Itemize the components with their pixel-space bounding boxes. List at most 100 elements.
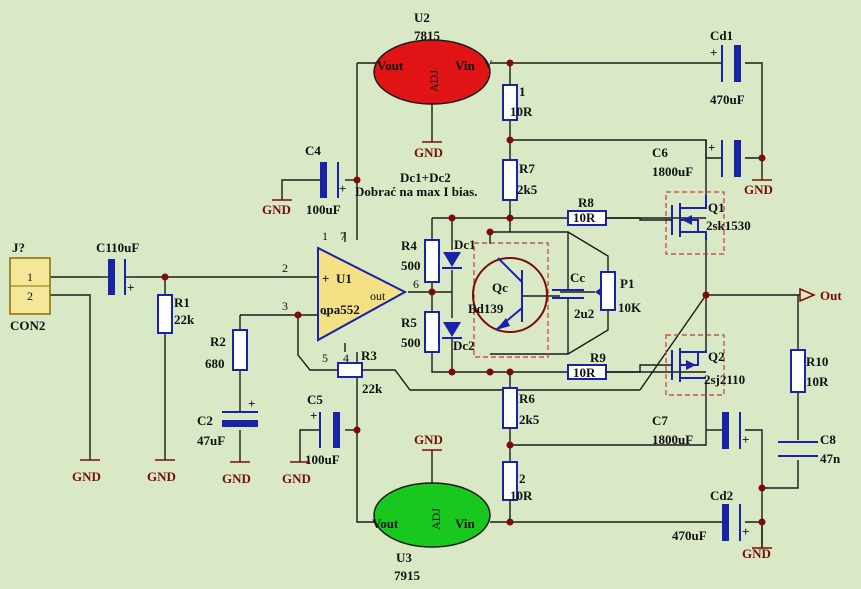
r9-ref: R9 xyxy=(590,350,606,365)
svg-text:+: + xyxy=(710,45,717,60)
svg-text:GND: GND xyxy=(414,145,443,160)
u2-ref: U2 xyxy=(414,10,430,25)
r10-value: 10R xyxy=(806,374,829,389)
capacitor-c4: + C4 100uF xyxy=(305,143,346,217)
r2-value: 680 xyxy=(205,356,225,371)
dc1-label: Dc1 xyxy=(454,237,476,252)
gnd-icon: GND xyxy=(262,199,292,217)
opamp-ref: U1 xyxy=(336,271,352,286)
r3-value: 22k xyxy=(362,381,383,396)
capacitor-cc: Cc 2u2 xyxy=(552,270,594,321)
output-port: Out xyxy=(799,287,842,303)
svg-text:GND: GND xyxy=(744,182,773,197)
opamp-pin4: 4 xyxy=(343,351,349,365)
connector-pin2: 2 xyxy=(27,289,33,303)
gnd-icon: GND xyxy=(414,432,443,451)
opamp-pin5: 5 xyxy=(322,351,328,365)
c4-value: 100uF xyxy=(306,202,341,217)
wires xyxy=(50,62,800,548)
opamp-pin3: 3 xyxy=(282,299,288,313)
qc-ref: Qc xyxy=(492,280,508,295)
opamp-value: opa552 xyxy=(320,302,360,317)
svg-text:+: + xyxy=(339,181,346,196)
c5-ref: C5 xyxy=(307,392,323,407)
cd1-ref: Cd1 xyxy=(710,28,733,43)
q1-ref: Q1 xyxy=(708,200,725,215)
out-label: Out xyxy=(820,288,842,303)
resistor-r8: R8 10R xyxy=(567,195,607,226)
note-line1: Dc1+Dc2 xyxy=(400,170,451,185)
capacitor-cd1: + Cd1 470uF xyxy=(710,28,745,107)
cc-value: 2u2 xyxy=(574,306,594,321)
c2-ref: C2 xyxy=(197,413,213,428)
u3-value: 7915 xyxy=(394,568,421,583)
c2-value: 47uF xyxy=(197,433,225,448)
opamp-out: out xyxy=(370,289,386,303)
transistor-q1: Q1 2sk1530 xyxy=(606,191,751,255)
r9-value: 10R xyxy=(573,365,596,380)
bias-note: Dc1+Dc2 Dobrać na max I bias. xyxy=(355,170,477,199)
svg-text:GND: GND xyxy=(282,471,311,486)
resistor-r5: R5 500 xyxy=(401,311,440,353)
svg-text:+: + xyxy=(742,432,749,447)
rtop-ref: 1 xyxy=(519,84,526,99)
opamp-pin2: 2 xyxy=(282,261,288,275)
p1-value: 10K xyxy=(618,300,642,315)
resistor-r6: R6 2k5 xyxy=(502,387,540,429)
gnd-icon: GND xyxy=(147,459,176,484)
qc-value: Bd139 xyxy=(468,301,504,316)
capacitor-c5: + C5 100uF xyxy=(305,392,340,467)
p1-ref: P1 xyxy=(620,276,634,291)
gnd-icon: GND xyxy=(222,461,251,486)
connector-pin1: 1 xyxy=(27,270,33,284)
capacitor-cd2: + Cd2 470uF xyxy=(672,488,749,543)
opamp-plus: + xyxy=(322,271,329,286)
r6-ref: R6 xyxy=(519,391,535,406)
resistor-r9: R9 10R xyxy=(567,350,607,380)
u2-adj: ADJ xyxy=(427,70,441,92)
u2-v: V xyxy=(484,57,493,71)
svg-text:GND: GND xyxy=(147,469,176,484)
opamp-pin1: 1 xyxy=(322,229,328,243)
gnd-icon: GND xyxy=(742,546,772,561)
capacitor-c2: + C2 47uF xyxy=(197,396,258,448)
opamp-u1: + - U1 opa552 out 1 7 2 3 4 5 6 xyxy=(282,229,419,365)
u3-adj: ADJ xyxy=(429,508,443,530)
r5-ref: R5 xyxy=(401,315,417,330)
cc-ref: Cc xyxy=(570,270,585,285)
svg-text:GND: GND xyxy=(222,471,251,486)
svg-text:+: + xyxy=(248,396,255,411)
gnd-icon: GND xyxy=(72,459,101,484)
r8-ref: R8 xyxy=(578,195,594,210)
c6-ref: C6 xyxy=(652,145,668,160)
svg-text:GND: GND xyxy=(742,546,771,561)
transistor-qc: Qc Bd139 xyxy=(468,242,549,358)
opamp-pin7: 7 xyxy=(340,229,346,243)
resistor-rbot: 2 10R xyxy=(502,461,533,503)
gnd-icon: GND xyxy=(414,141,443,160)
connector-type: CON2 xyxy=(10,318,45,333)
diode-dc2: Dc2 xyxy=(442,322,475,353)
r4-value: 500 xyxy=(401,258,421,273)
opamp-pin6: 6 xyxy=(413,277,419,291)
cd2-ref: Cd2 xyxy=(710,488,733,503)
ground-symbols: GND GND GND GND GND GND GND GND xyxy=(72,141,773,561)
resistor-r3: R3 22k xyxy=(337,348,383,396)
u2-vout: Vout xyxy=(377,58,404,73)
c6-value: 1800uF xyxy=(652,164,693,179)
connector-ref: J? xyxy=(12,240,25,255)
q2-ref: Q2 xyxy=(708,349,725,364)
r3-ref: R3 xyxy=(361,348,377,363)
c4-ref: C4 xyxy=(305,143,321,158)
potentiometer-p1: P1 10K xyxy=(595,271,642,315)
cd2-value: 470uF xyxy=(672,528,707,543)
regulator-u3: Vout ADJ Vin U3 7915 xyxy=(372,482,491,583)
r5-value: 500 xyxy=(401,335,421,350)
opamp-minus: - xyxy=(323,305,327,320)
r1-ref: R1 xyxy=(174,295,190,310)
dc2-label: Dc2 xyxy=(453,338,475,353)
gnd-icon: GND xyxy=(282,461,311,486)
u3-vin: Vin xyxy=(455,516,476,531)
c8-value: 47n xyxy=(820,451,841,466)
rbot-ref: 2 xyxy=(519,471,526,486)
